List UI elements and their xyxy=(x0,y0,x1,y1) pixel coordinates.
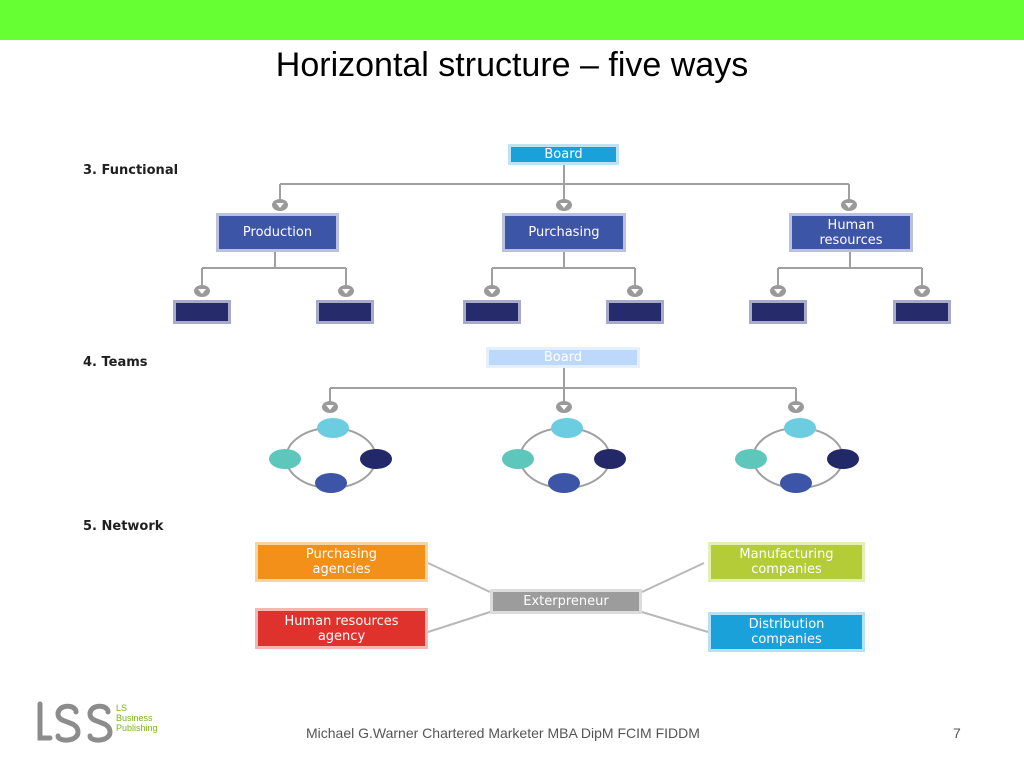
logo-text-line-2: Business xyxy=(116,713,153,723)
logo-text: LS Business Publishing xyxy=(116,703,158,733)
hr-sub-unit-1 xyxy=(749,300,807,324)
human-resources-agency-box: Human resources agency xyxy=(255,608,428,649)
production-sub-unit-2 xyxy=(316,300,374,324)
teams-board-box: Board xyxy=(486,347,640,368)
logo-text-line-3: Publishing xyxy=(116,723,158,733)
top-accent-bar xyxy=(0,0,1024,40)
ls-business-publishing-logo xyxy=(37,701,113,743)
manufacturing-companies-box: Manufacturing companies xyxy=(708,542,865,582)
teams-heading: 4. Teams xyxy=(83,355,148,370)
logo-text-line-1: LS xyxy=(116,703,128,713)
production-sub-unit-1 xyxy=(173,300,231,324)
purchasing-sub-unit-2 xyxy=(606,300,664,324)
human-resources-box: Human resources xyxy=(789,213,913,252)
purchasing-box: Purchasing xyxy=(502,213,626,252)
production-box: Production xyxy=(216,213,339,252)
functional-board-box: Board xyxy=(508,144,619,165)
functional-heading: 3. Functional xyxy=(83,163,179,178)
exterpreneur-box: Exterpreneur xyxy=(490,589,642,614)
footer-author: Michael G.Warner Chartered Marketer MBA … xyxy=(306,725,700,741)
slide-title: Horizontal structure – five ways xyxy=(275,46,749,84)
distribution-companies-box: Distribution companies xyxy=(708,612,865,652)
hr-sub-unit-2 xyxy=(893,300,951,324)
page-number: 7 xyxy=(953,725,961,741)
purchasing-sub-unit-1 xyxy=(463,300,521,324)
purchasing-agencies-box: Purchasing agencies xyxy=(255,542,428,582)
network-heading: 5. Network xyxy=(83,519,164,534)
